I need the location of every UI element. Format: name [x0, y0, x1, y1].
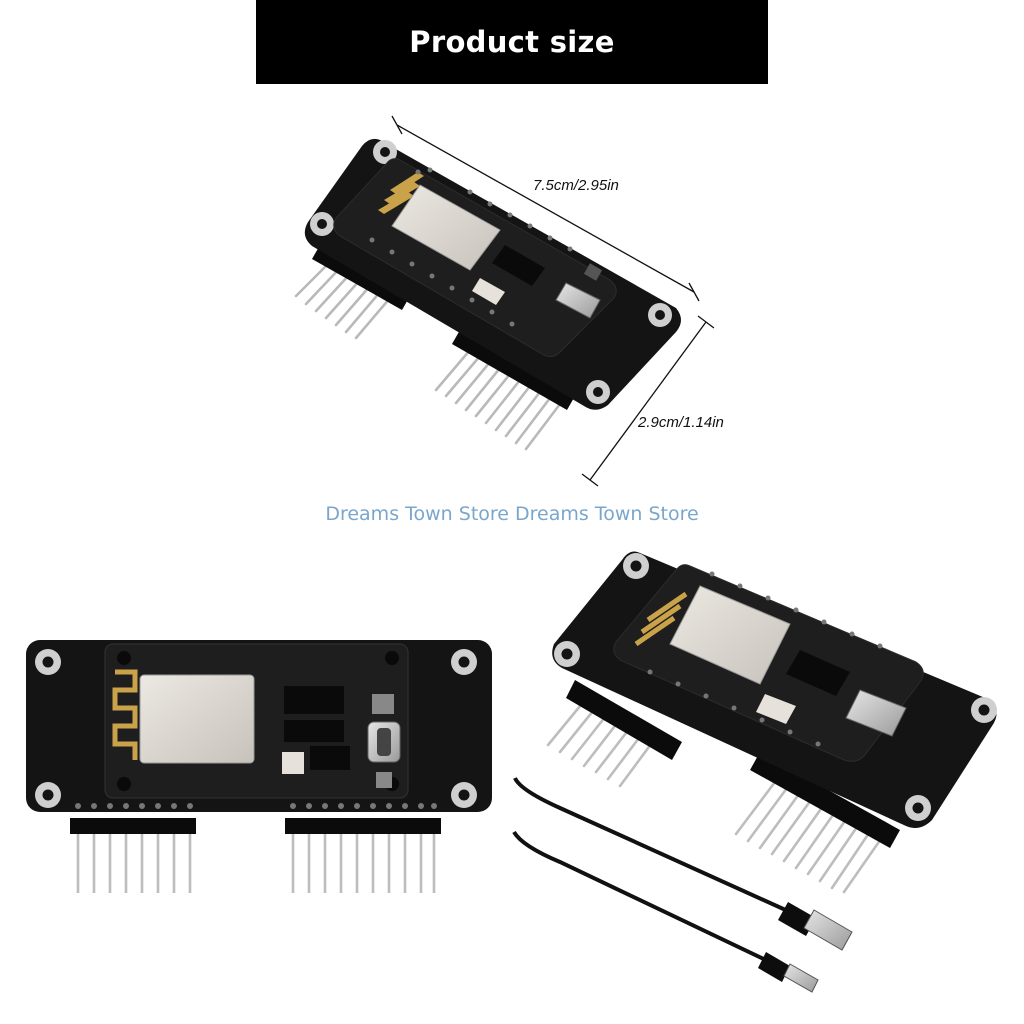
top-board-photo [294, 115, 715, 487]
top-right-header-pins [434, 348, 562, 451]
length-dimension-label: 7.5cm/2.95in [533, 177, 619, 194]
title-banner: Product size [256, 0, 768, 84]
front-board-photo [26, 640, 492, 893]
dimension-width-line [581, 315, 715, 487]
angled-right-header-pins [734, 780, 885, 894]
usb-cable-photo [512, 777, 853, 993]
dimension-length-line [391, 115, 700, 302]
banner-title: Product size [409, 25, 615, 59]
top-left-header-pins [294, 260, 392, 340]
front-right-header-pins [291, 830, 436, 893]
width-dimension-label: 2.9cm/1.14in [638, 414, 724, 431]
front-left-header-pins [76, 830, 192, 893]
angled-board-photo [546, 551, 997, 894]
store-watermark: Dreams Town Store Dreams Town Store [325, 503, 699, 525]
